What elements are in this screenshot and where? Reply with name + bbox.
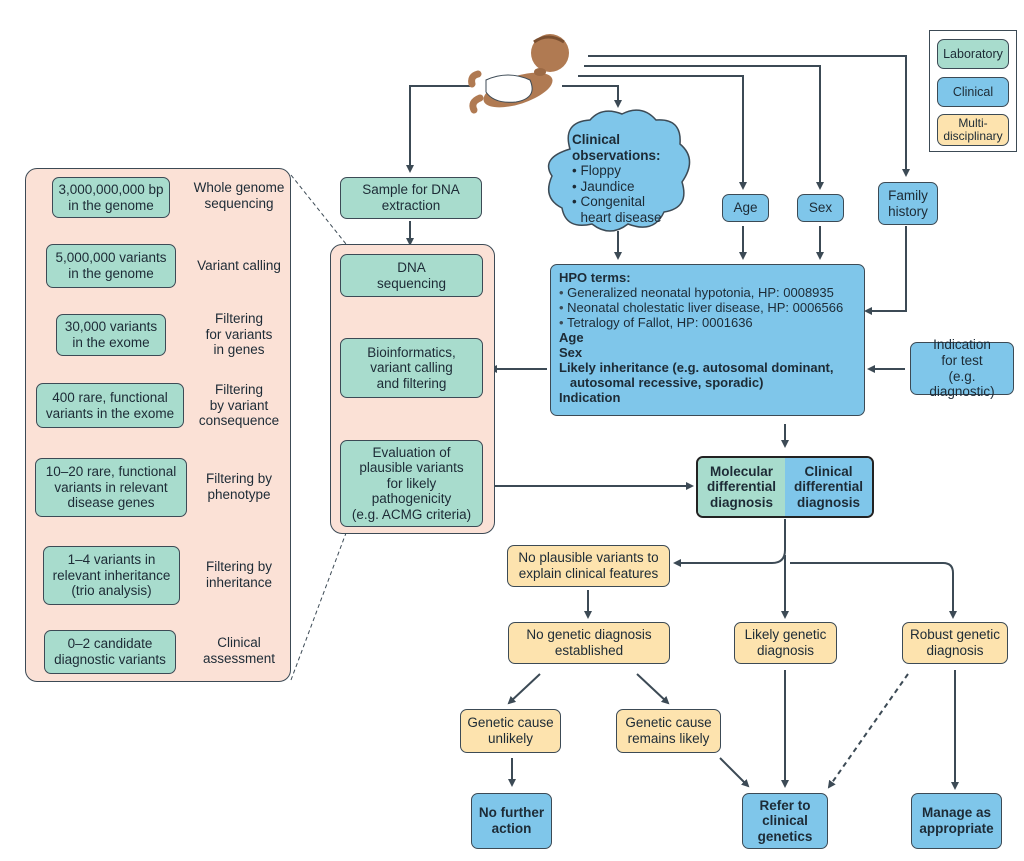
bioinformatics-box: Bioinformatics, variant calling and filt… [340, 338, 483, 398]
pipeline-label-filter-genes: Filtering for variants in genes [205, 311, 273, 358]
manage-as-appropriate-box: Manage as appropriate [911, 793, 1002, 849]
family-history-box: Family history [878, 182, 938, 225]
genetic-cause-unlikely-box: Genetic cause unlikely [460, 709, 561, 753]
clinical-differential: Clinical differential diagnosis [785, 458, 872, 516]
hpo-title: HPO terms: [559, 270, 631, 285]
arrow [864, 226, 907, 315]
arrow [827, 673, 909, 789]
pipeline-step-inheritance: 1–4 variants in relevant inheritance (tr… [43, 546, 180, 605]
observation-item-wrap: • Congenital heart disease [572, 194, 662, 225]
arrow [578, 75, 747, 190]
pipeline-label-wgs: Whole genome sequencing [193, 180, 285, 211]
pipeline-step-exome: 30,000 variants in the exome [56, 314, 166, 356]
hpo-field-sex: Sex [559, 344, 583, 360]
indication-box: Indication for test (e.g. diagnostic) [910, 337, 1014, 399]
molecular-differential: Molecular differential diagnosis [698, 458, 785, 516]
legend-clinical: Clinical [937, 77, 1009, 107]
hpo-field-indication: Indication [559, 389, 621, 405]
arrow [588, 55, 910, 177]
pipeline-step-disease-genes: 10–20 rare, functional variants in relev… [35, 458, 187, 517]
legend-laboratory: Laboratory [937, 39, 1009, 69]
legend-multidisciplinary: Multi- disciplinary [937, 114, 1009, 146]
hpo-item: Tetralogy of Fallot, HP: 0001636 [559, 315, 753, 331]
hpo-field-age: Age [559, 329, 584, 345]
hpo-item: Generalized neonatal hypotonia, HP: 0008… [559, 285, 834, 301]
bullet: • [572, 194, 581, 210]
arrow [562, 85, 622, 108]
infant-icon [468, 34, 569, 114]
pipeline-step-variants-genome: 5,000,000 variants in the genome [46, 244, 176, 288]
arrow [719, 757, 750, 788]
differential-diagnosis-box: Molecular differential diagnosis Clinica… [696, 456, 874, 518]
clinical-observations-title: Clinical observations: [572, 132, 661, 163]
likely-genetic-diagnosis-box: Likely genetic diagnosis [734, 622, 837, 664]
arrow [507, 673, 541, 705]
sex-box: Sex [797, 194, 844, 222]
pipeline-label-filter-phenotype: Filtering by phenotype [205, 471, 273, 502]
hpo-terms-box: HPO terms: Generalized neonatal hypotoni… [550, 264, 865, 416]
arrow [406, 85, 470, 173]
dna-sequencing-box: DNA sequencing [340, 254, 483, 297]
arrow [673, 519, 786, 567]
pipeline-step-rare-functional: 400 rare, functional variants in the exo… [36, 383, 184, 428]
pipeline-label-clinical-assessment: Clinical assessment [202, 635, 276, 666]
hpo-item: Neonatal cholestatic liver disease, HP: … [559, 300, 843, 316]
observation-item: Jaundice [572, 179, 662, 195]
pipeline-label-filter-consequence: Filtering by variant consequence [198, 382, 280, 429]
arrow [584, 65, 824, 190]
pipeline-step-genome: 3,000,000,000 bp in the genome [52, 177, 170, 218]
evaluation-box: Evaluation of plausible variants for lik… [340, 440, 483, 527]
observation-item: Floppy [572, 163, 662, 179]
genetic-cause-remains-box: Genetic cause remains likely [616, 709, 721, 753]
pipeline-label-filter-inheritance: Filtering by inheritance [205, 559, 273, 590]
zoom-line [290, 174, 347, 245]
sample-dna-box: Sample for DNA extraction [340, 177, 482, 219]
observation-item: Congenital heart disease [580, 194, 662, 225]
no-plausible-variants-box: No plausible variants to explain clinica… [507, 545, 670, 587]
no-genetic-diagnosis-box: No genetic diagnosis established [508, 622, 670, 664]
arrow [790, 562, 957, 619]
hpo-field-inheritance: Likely inheritance (e.g. autosomal domin… [559, 359, 834, 390]
robust-genetic-diagnosis-box: Robust genetic diagnosis [902, 622, 1008, 664]
refer-clinical-genetics-box: Refer to clinical genetics [742, 793, 828, 849]
age-box: Age [722, 194, 769, 222]
arrow [636, 673, 670, 705]
zoom-line [290, 532, 347, 681]
no-further-action-box: No further action [471, 793, 552, 849]
clinical-observations: Clinical observations: Floppy Jaundice •… [572, 132, 662, 225]
pipeline-step-candidates: 0–2 candidate diagnostic variants [44, 630, 176, 674]
pipeline-label-variant-calling: Variant calling [197, 258, 281, 273]
